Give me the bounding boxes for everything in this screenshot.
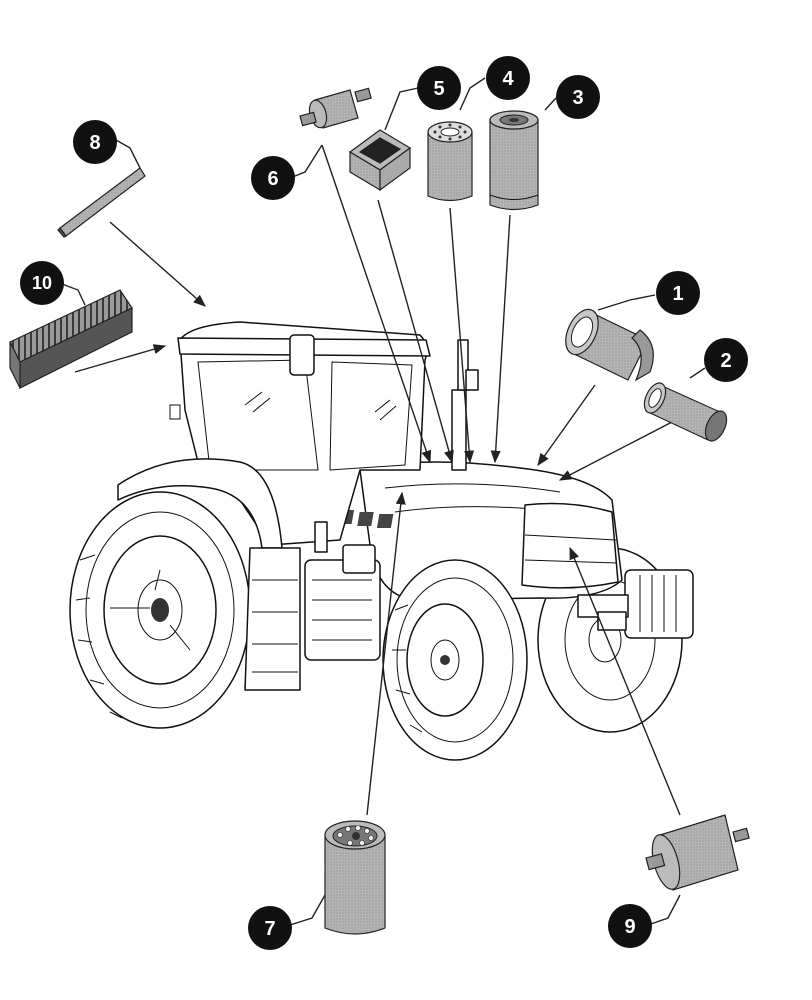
callout-badges: 1 2 3 4 5 6 7 8 xyxy=(20,56,748,950)
svg-text:9: 9 xyxy=(624,916,635,938)
callout-1: 1 xyxy=(656,271,700,315)
cab-steps xyxy=(244,547,301,691)
callout-8: 8 xyxy=(73,120,117,164)
part-7-hydraulic-filter xyxy=(324,820,386,935)
svg-text:6: 6 xyxy=(267,168,278,190)
callout-9: 9 xyxy=(608,904,652,948)
callout-5: 5 xyxy=(417,66,461,110)
callout-7: 7 xyxy=(248,906,292,950)
part-2-air-filter-inner xyxy=(643,382,728,442)
tractor-illustration xyxy=(69,321,694,761)
callout-10: 10 xyxy=(20,261,64,305)
svg-text:1: 1 xyxy=(672,283,683,305)
rear-wheel-left xyxy=(69,491,251,729)
part-5-box-filter xyxy=(348,129,412,192)
callout-2: 2 xyxy=(704,338,748,382)
callout-3: 3 xyxy=(556,75,600,119)
svg-text:5: 5 xyxy=(433,78,444,100)
leader-lines xyxy=(61,77,706,926)
part-6-inline-fuel-filter xyxy=(299,87,372,129)
part-1-air-filter-outer xyxy=(565,308,654,382)
svg-text:10: 10 xyxy=(32,273,52,293)
callout-4: 4 xyxy=(486,56,530,100)
svg-text:3: 3 xyxy=(572,87,583,109)
part-4-fuel-filter xyxy=(427,121,473,202)
svg-text:4: 4 xyxy=(502,68,514,90)
part-9-inline-filter xyxy=(645,814,750,891)
front-wheel-left xyxy=(382,559,528,761)
part-8-cab-panel-filter xyxy=(57,167,146,238)
callout-6: 6 xyxy=(251,156,295,200)
svg-text:8: 8 xyxy=(89,132,100,154)
part-10-pleated-filter xyxy=(9,289,133,389)
svg-text:7: 7 xyxy=(264,918,275,940)
svg-text:2: 2 xyxy=(720,350,731,372)
part-3-oil-filter xyxy=(489,110,539,211)
